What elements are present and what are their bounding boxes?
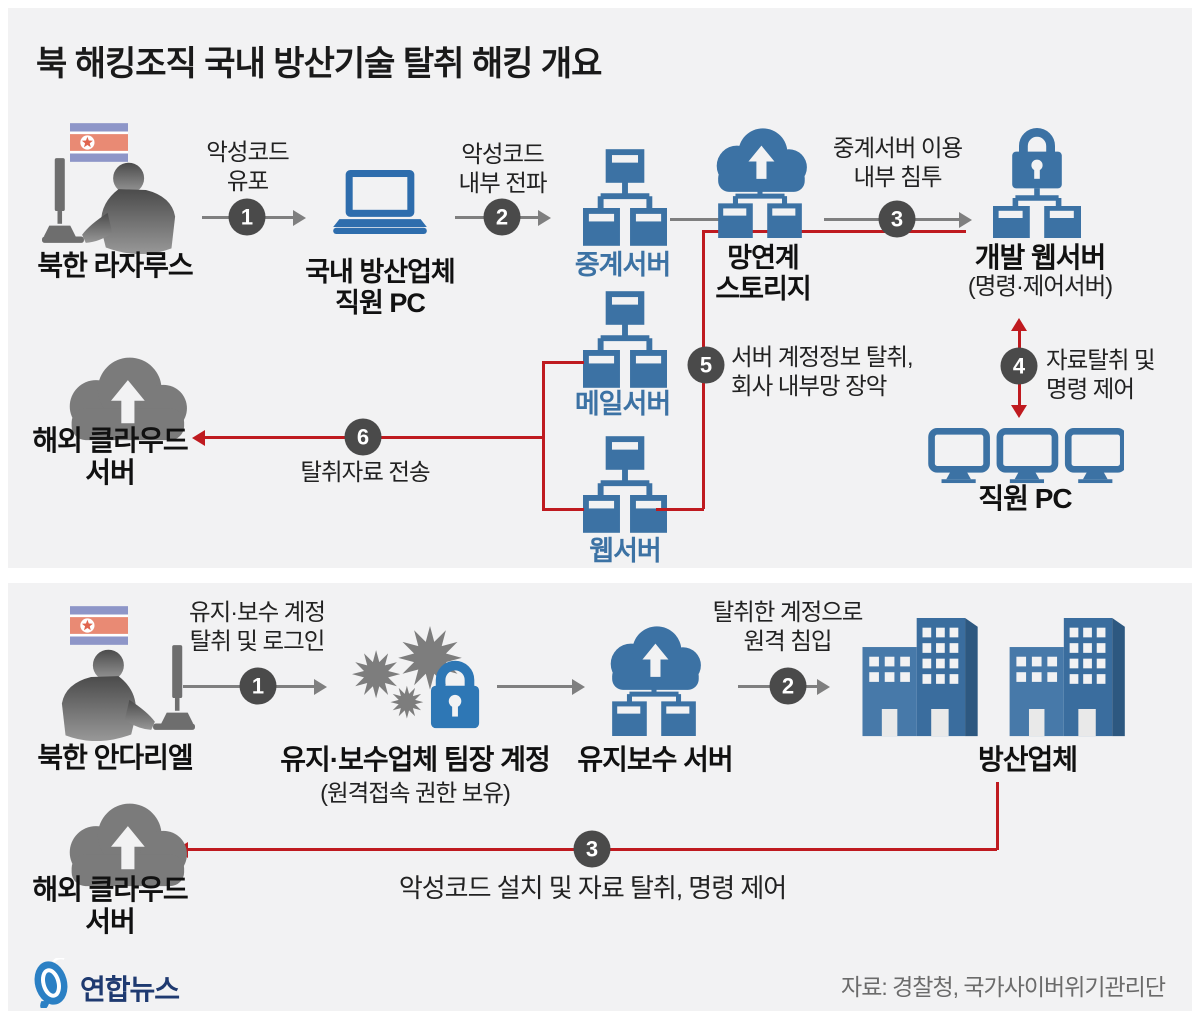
network-storage-icon bbox=[708, 124, 812, 238]
arrowhead-up-icon bbox=[1011, 318, 1027, 331]
connector-line bbox=[497, 685, 573, 688]
arrowhead-right-icon bbox=[572, 678, 585, 695]
account-label: 유지·보수업체 팀장 계정 bbox=[280, 744, 550, 775]
red-line-defense-down bbox=[996, 782, 999, 850]
relay-server-icon bbox=[583, 149, 667, 246]
step4-badge: 4 bbox=[1000, 347, 1038, 385]
red-bracket-bottom bbox=[542, 508, 584, 511]
step2-badge: 2 bbox=[483, 198, 521, 236]
b-step3-label: 악성코드 설치 및 자료 탈취, 명령 제어 bbox=[398, 873, 787, 903]
arrowhead-down-icon bbox=[1011, 405, 1027, 418]
account-sublabel: (원격접속 권한 보유) bbox=[320, 780, 511, 806]
maintenance-server-icon bbox=[602, 622, 706, 736]
step3-badge: 3 bbox=[878, 200, 916, 238]
arrowhead-right-icon bbox=[959, 211, 972, 228]
mail-server-icon bbox=[583, 291, 667, 388]
lock-server-icon bbox=[993, 126, 1081, 238]
panel-andariel bbox=[8, 583, 1192, 1011]
relay-server-label: 중계서버 bbox=[574, 250, 671, 280]
hacker-icon bbox=[61, 645, 195, 741]
malware-lock-icon bbox=[352, 626, 482, 732]
red-line-storage-right bbox=[702, 230, 966, 233]
staff-pc-label: 직원 PC bbox=[978, 483, 1072, 514]
buildings-icon bbox=[862, 618, 1134, 739]
actor-label: 북한 안다리엘 bbox=[37, 742, 193, 773]
b-step2-badge: 2 bbox=[769, 667, 807, 705]
b-step1-badge: 1 bbox=[239, 667, 277, 705]
step5-label: 서버 계정정보 탈취,회사 내부망 장악 bbox=[731, 344, 914, 399]
arrowhead-right-icon bbox=[314, 678, 327, 695]
laptop-icon bbox=[333, 170, 427, 234]
maintenance-server-label: 유지보수 서버 bbox=[577, 744, 733, 775]
connector-line bbox=[670, 218, 734, 221]
north-korea-flag-icon bbox=[70, 606, 128, 645]
arrowhead-right-icon bbox=[538, 209, 551, 226]
page-title: 북 해킹조직 국내 방산기술 탈취 해킹 개요 bbox=[36, 45, 602, 83]
step1-badge: 1 bbox=[228, 198, 266, 236]
arrowhead-right-icon bbox=[817, 678, 830, 695]
web-server-icon bbox=[583, 436, 667, 533]
yonhap-logo-icon bbox=[30, 958, 72, 1008]
yonhap-logo-text: 연합뉴스 bbox=[80, 974, 180, 1005]
step6-badge: 6 bbox=[344, 418, 382, 456]
arrowhead-left-icon bbox=[192, 429, 205, 446]
staff-pc-monitors-icon bbox=[928, 428, 1124, 484]
red-web-right-link bbox=[656, 508, 704, 511]
source-credit: 자료: 경찰청, 국가사이버위기관리단 bbox=[841, 974, 1166, 1000]
actor-label: 북한 라자루스 bbox=[37, 250, 193, 281]
defense-company-label: 방산업체 bbox=[977, 744, 1078, 775]
panel-lazarus bbox=[8, 8, 1192, 568]
north-korea-flag-icon bbox=[70, 123, 128, 162]
b-step3-badge: 3 bbox=[573, 830, 611, 868]
web-server-label: 웹서버 bbox=[589, 536, 662, 566]
red-bracket-top bbox=[542, 361, 584, 364]
arrowhead-right-icon bbox=[293, 209, 306, 226]
step5-badge: 5 bbox=[687, 346, 725, 384]
step6-label: 탈취자료 전송 bbox=[300, 459, 430, 485]
mail-server-label: 메일서버 bbox=[574, 389, 671, 419]
devweb-label: 개발 웹서버 bbox=[974, 242, 1107, 273]
devweb-sublabel: (명령·제어서버) bbox=[967, 273, 1113, 299]
red-bracket-left bbox=[542, 361, 545, 510]
